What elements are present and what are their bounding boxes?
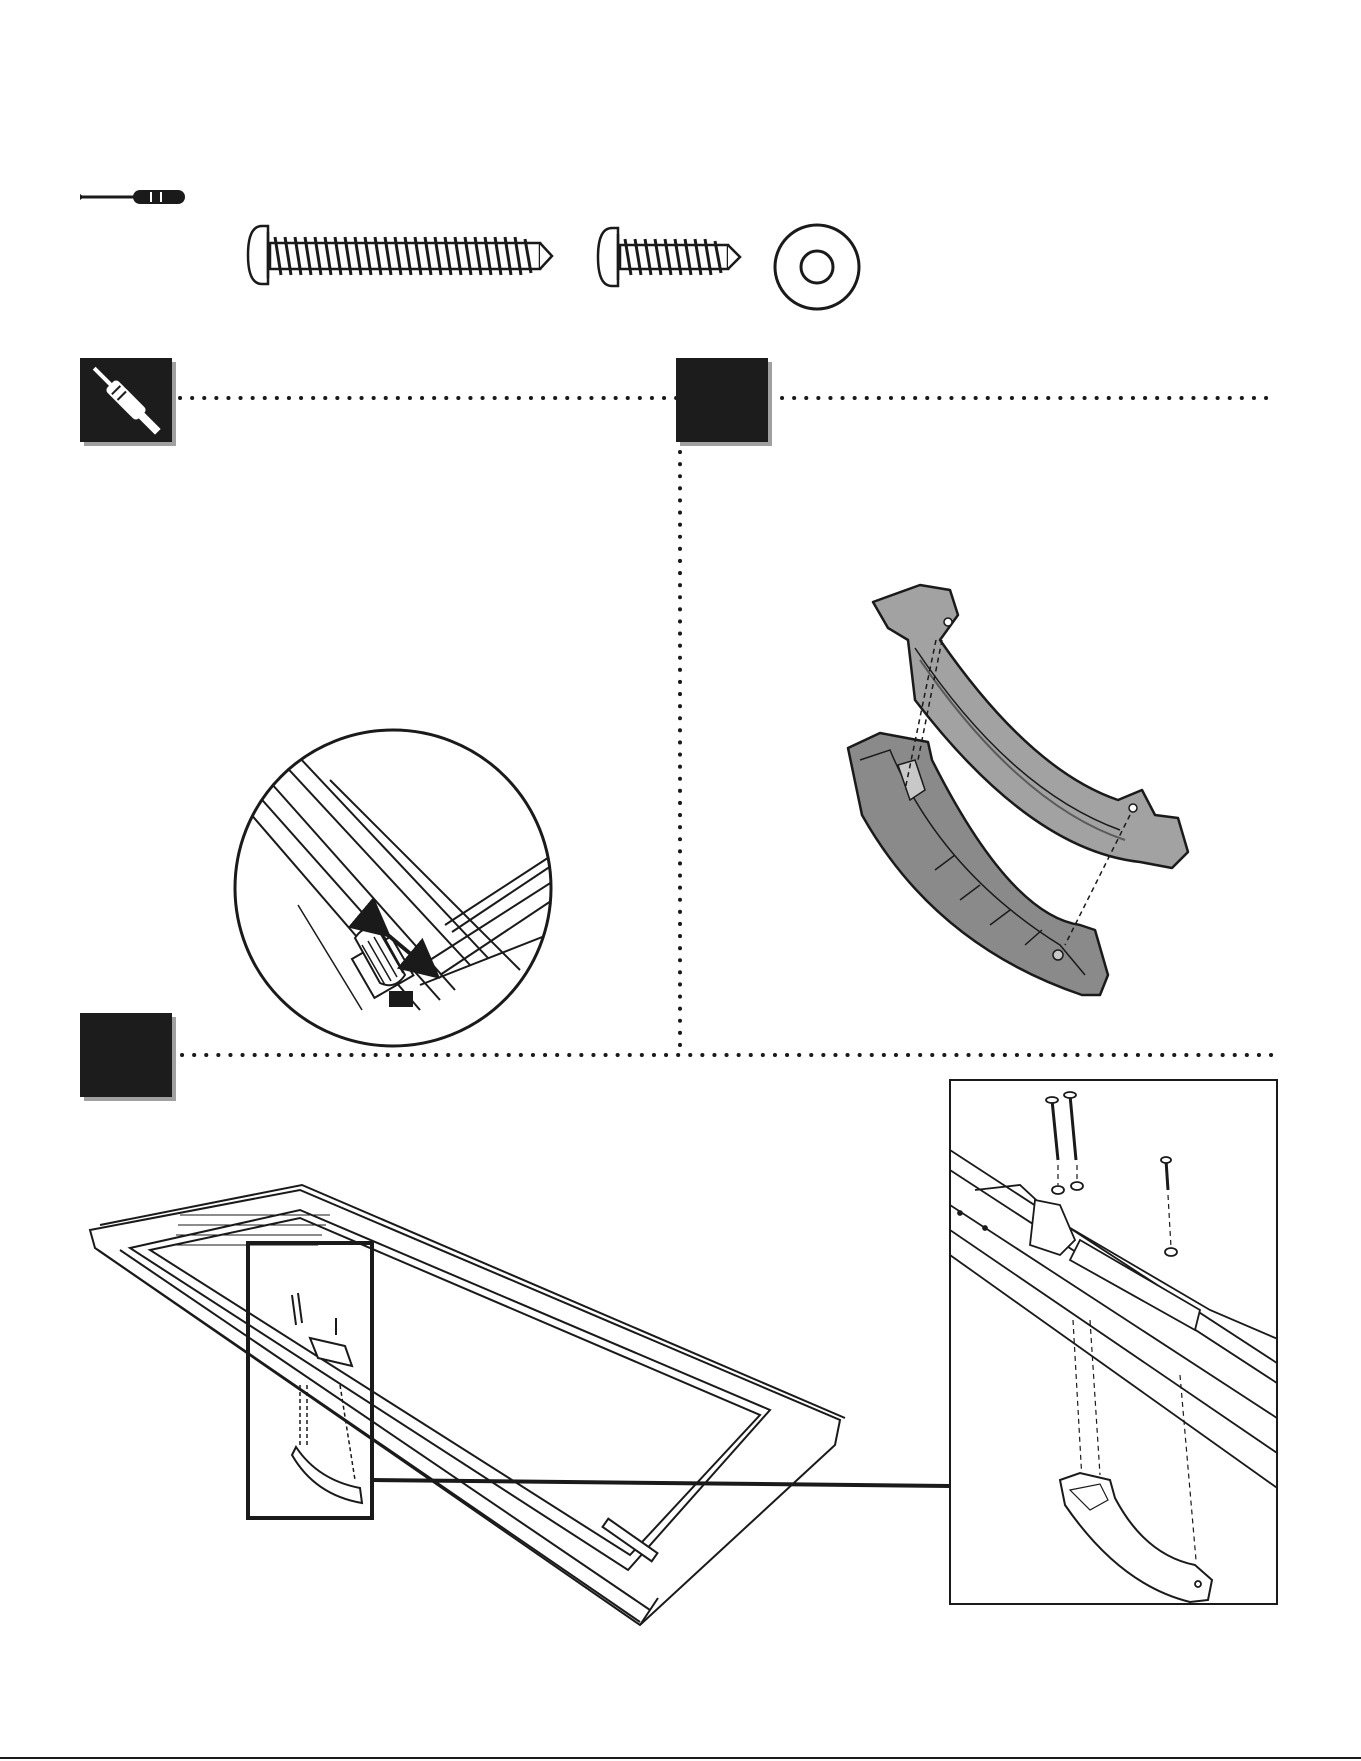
washer-icon xyxy=(775,225,859,309)
zoomed-detail-box xyxy=(950,1080,1280,1604)
step-badge-b xyxy=(80,1013,176,1101)
detail-magnifier xyxy=(230,730,560,1046)
long-screw-icon xyxy=(248,226,552,284)
screwdriver-icon xyxy=(80,190,185,204)
step-badge-tip xyxy=(80,358,176,446)
short-screw-icon xyxy=(598,228,740,286)
step-badge-a xyxy=(676,358,772,446)
door-panel-overview xyxy=(0,1185,950,1625)
handle-parts-exploded xyxy=(848,585,1188,995)
